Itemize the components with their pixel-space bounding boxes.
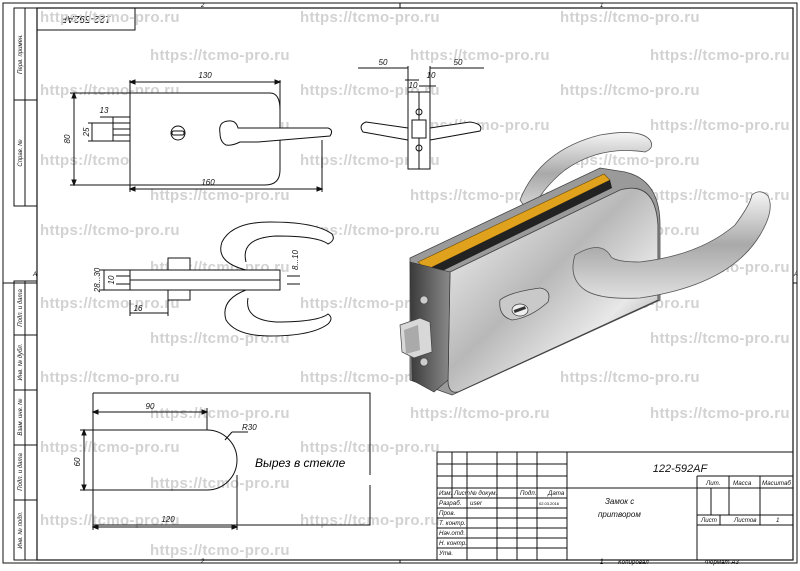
watermark: https://tcmo-pro.ru [40,295,180,312]
watermark: https://tcmo-pro.ru [40,222,180,239]
dim-8-10: 8...10 [291,249,300,270]
top-designation-label: 122-592AF [60,13,110,24]
title-name-line1: Замок с [605,497,634,506]
watermark: https://tcmo-pro.ru [40,9,180,26]
tb-row-nkontr: Н. контр. [439,540,467,547]
watermark: https://tcmo-pro.ru [300,222,440,239]
watermark: https://tcmo-pro.ru [650,117,790,134]
dim-50-left: 50 [379,58,388,67]
watermark: https://tcmo-pro.ru [300,152,440,169]
watermark: https://tcmo-pro.ru [410,187,550,204]
watermark: https://tcmo-pro.ru [650,405,790,422]
zone-label-left-a: A [32,272,37,278]
watermark: https://tcmo-pro.ru [560,369,700,386]
watermark: https://tcmo-pro.ru [410,405,550,422]
tb-razrab-date: 02.03.2016 [539,501,560,506]
watermark-layer: https://tcmo-pro.ru https://tcmo-pro.ru … [40,9,790,559]
dim-r30: R30 [242,423,257,432]
dim-13: 13 [100,106,109,115]
watermark: https://tcmo-pro.ru [560,152,700,169]
tb-listov-value: 1 [776,517,779,524]
dim-60: 60 [73,457,82,466]
dim-10-top-view: 10 [107,275,116,284]
watermark: https://tcmo-pro.ru [410,47,550,64]
tb-row-prov: Пров. [439,510,455,517]
tb-razrab-name: user [470,500,483,507]
tb-lit: Лит. [705,480,721,487]
watermark: https://tcmo-pro.ru [300,295,440,312]
zone-label-top-2: 2 [200,3,205,9]
watermark: https://tcmo-pro.ru [650,330,790,347]
side-label-podp-data-1: Подп. и дата [18,289,24,327]
watermark: https://tcmo-pro.ru [40,512,180,529]
title-designation: 122-592AF [653,463,709,475]
tb-col-podp: Подп. [520,490,536,497]
watermark: https://tcmo-pro.ru [150,475,290,492]
dim-10-mid: 10 [409,81,418,90]
top-view [100,221,334,337]
watermark: https://tcmo-pro.ru [40,439,180,456]
side-label-podp-data-2: Подп. и дата [18,453,24,491]
title-name-line2: притвором [598,510,641,519]
watermark: https://tcmo-pro.ru [150,47,290,64]
zone-label-right-a: A [793,272,798,278]
watermark: https://tcmo-pro.ru [150,187,290,204]
tb-list: Лист [700,517,717,524]
watermark: https://tcmo-pro.ru [150,405,290,422]
side-label-perv-primen: Перв. примен. [18,34,24,74]
side-label-inv-podl: Инв. № подл. [17,511,24,548]
tb-col-data: Дата [547,490,565,497]
side-view [358,66,484,170]
watermark: https://tcmo-pro.ru [560,9,700,26]
tb-massa: Масса [733,480,752,487]
tb-masshtab: Масштаб [762,480,791,487]
side-label-sprav-no: Справ. № [17,139,24,167]
zone-label-top-1: 1 [600,3,603,9]
watermark: https://tcmo-pro.ru [40,369,180,386]
dim-16: 16 [134,304,143,313]
dim-25: 25 [82,127,91,137]
glass-cutout-view [80,392,371,530]
zone-label-bottom-1: 1 [600,559,603,565]
watermark: https://tcmo-pro.ru [650,47,790,64]
dim-160: 160 [201,178,215,187]
tb-format: Формат А3 [705,559,739,566]
dim-120: 120 [161,515,175,524]
dim-10-top: 10 [427,71,436,80]
dim-80: 80 [63,134,72,143]
tb-row-razrab: Разраб. [439,500,461,507]
tb-col-izm: Изм. [439,490,452,497]
watermark: https://tcmo-pro.ru [300,82,440,99]
tb-listov: Листов [733,517,757,524]
watermark: https://tcmo-pro.ru [300,9,440,26]
tb-bottom-sheet-no: 1 [600,559,603,566]
dim-130: 130 [198,71,212,80]
tb-kopiroval: Копировал [618,559,649,566]
watermark: https://tcmo-pro.ru [560,82,700,99]
tb-col-ndokum: № докум. [470,490,497,497]
watermark: https://tcmo-pro.ru [150,542,290,559]
front-view [70,79,333,192]
cutout-label: Вырез в стекле [255,456,346,470]
dim-50-right: 50 [454,58,463,67]
watermark: https://tcmo-pro.ru [300,369,440,386]
tb-row-tkontr: Т. контр. [439,520,466,527]
tb-row-nachotd: Нач.отд. [439,530,465,537]
side-label-vzam-inv: Взам. инв. № [17,398,24,436]
lock-3d-render [399,132,771,396]
dim-90: 90 [146,402,155,411]
left-strip [13,7,38,561]
zone-label-bottom-2: 2 [200,559,205,565]
title-block [436,451,794,561]
tb-row-utv: Утв. [438,550,453,557]
tb-col-list: Лист [453,490,470,497]
dim-28-30: 28...30 [93,267,102,293]
side-label-inv-dubl: Инв. № дубл. [17,344,24,381]
